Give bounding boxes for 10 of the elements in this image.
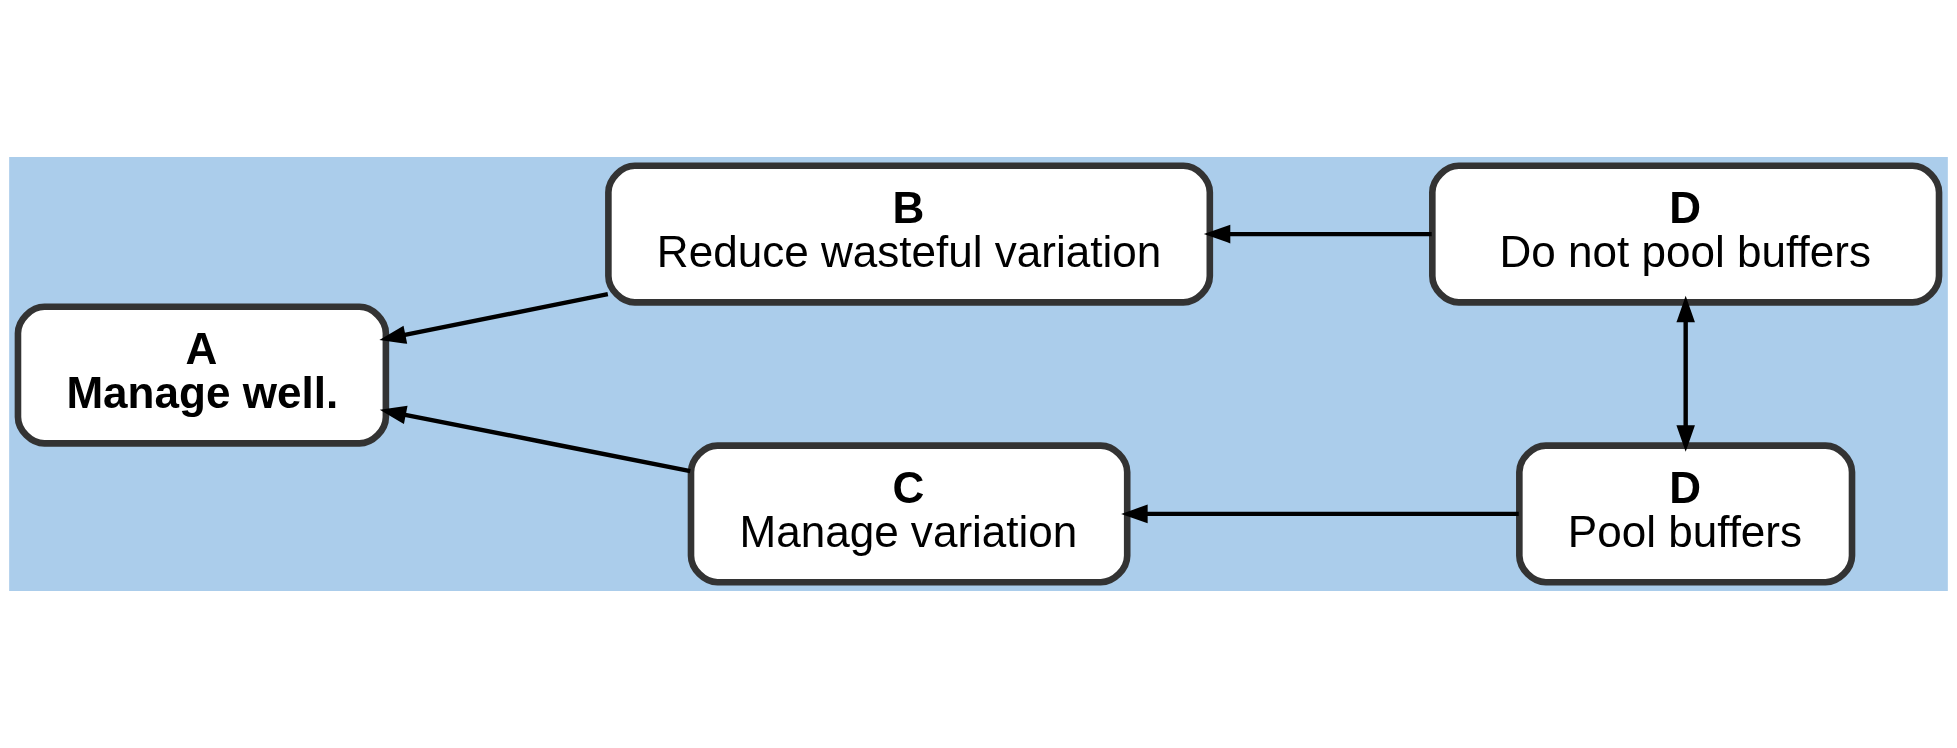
arrow xyxy=(1121,504,1519,524)
node-box: C Manage variation xyxy=(687,442,1131,586)
node-box: D Do not pool buffers xyxy=(1429,162,1943,306)
node-box: A Manage well. xyxy=(14,303,390,447)
arrow xyxy=(379,291,609,344)
node-box: B Reduce wasteful variation xyxy=(605,162,1214,306)
arrow xyxy=(1203,224,1432,244)
arrow xyxy=(379,405,691,474)
arrow xyxy=(1676,295,1695,452)
node-box: D Pool buffers xyxy=(1516,442,1856,586)
